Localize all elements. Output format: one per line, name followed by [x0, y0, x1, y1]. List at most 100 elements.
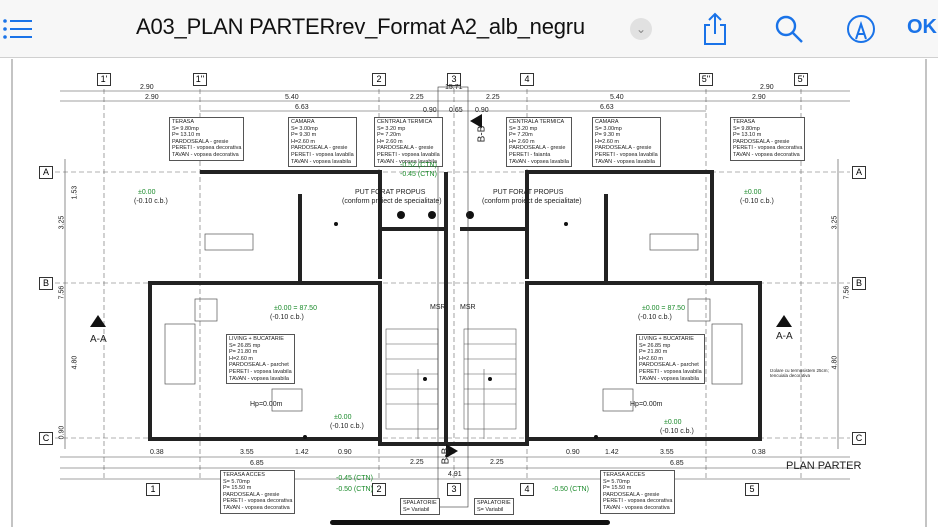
level-mark: (-0.10 c.b.) — [270, 314, 304, 321]
axis-label: 2 — [372, 483, 386, 496]
toolbar: A03_PLAN PARTERrev_Format A2_alb_negru ⌄… — [0, 0, 938, 58]
dimension: 15.71 — [445, 84, 463, 91]
level-mark: ±0.00 — [744, 189, 762, 196]
dimension: 7.56 — [843, 285, 851, 300]
dimension-lines — [60, 90, 850, 480]
furniture — [164, 233, 743, 412]
share-icon[interactable] — [702, 12, 728, 46]
dimension: 6.85 — [670, 460, 684, 467]
axis-label: 2 — [372, 73, 386, 86]
dimension: 5.40 — [285, 94, 299, 101]
floor-plan-drawing — [11, 59, 927, 527]
markup-icon[interactable] — [846, 14, 876, 44]
dimension: 0.90 — [475, 107, 489, 114]
well-note: (conform proiect de specialitate) — [482, 198, 582, 205]
axis-label: C — [852, 432, 866, 445]
dimension: 0.38 — [150, 449, 164, 456]
dimension: 3.55 — [660, 449, 674, 456]
dimension: 7.56 — [58, 285, 66, 300]
dimension: 2.25 — [490, 459, 504, 466]
axis-label: B — [852, 277, 866, 290]
axis-label: 1'' — [193, 73, 207, 86]
level-mark: (-0.10 c.b.) — [134, 198, 168, 205]
dimension: 6.85 — [250, 460, 264, 467]
done-button[interactable]: OK — [907, 16, 937, 38]
axis-label: C — [39, 432, 53, 445]
dimension: 2.25 — [486, 94, 500, 101]
axis-label: 3 — [447, 73, 461, 86]
section-markers — [90, 114, 792, 458]
list-icon[interactable] — [2, 18, 32, 40]
msr-label: MSR — [460, 304, 476, 311]
axis-label: 3 — [447, 483, 461, 496]
level-mark: (-0.10 c.b.) — [660, 428, 694, 435]
dimension: 0.90 — [423, 107, 437, 114]
dimension: 4.91 — [448, 471, 462, 478]
column-dots — [303, 211, 598, 439]
axis-label: 1 — [146, 483, 160, 496]
level-mark: ±0.00 — [334, 414, 352, 421]
dimension: 1.42 — [605, 449, 619, 456]
chevron-down-icon[interactable]: ⌄ — [630, 18, 652, 40]
section-label: B-B — [440, 447, 452, 465]
document-title[interactable]: A03_PLAN PARTERrev_Format A2_alb_negru — [136, 14, 585, 39]
dimension: 3.55 — [240, 449, 254, 456]
walls — [148, 170, 762, 446]
level-mark: ±0.00 — [138, 189, 156, 196]
level-mark: (-0.10 c.b.) — [638, 314, 672, 321]
search-icon[interactable] — [774, 14, 804, 44]
level-mark: (-0.10 c.b.) — [740, 198, 774, 205]
dimension: 5.40 — [610, 94, 624, 101]
dimension: 2.90 — [140, 84, 154, 91]
dimension: 6.63 — [600, 104, 614, 111]
level-mark: -0.45 (CTN) — [400, 171, 437, 178]
axis-label: 5 — [745, 483, 759, 496]
dimension: 0.65 — [449, 107, 463, 114]
axis-label: 1' — [97, 73, 111, 86]
section-label: B-B — [476, 125, 488, 143]
page-scrubber[interactable] — [330, 520, 610, 525]
axis-label: B — [39, 277, 53, 290]
level-mark: -0.50 (CTN) — [552, 486, 589, 493]
dimension: 0.38 — [752, 449, 766, 456]
height-label: Hp=0.00m — [630, 401, 663, 408]
dimension: 1.53 — [71, 185, 79, 200]
dimension: 3.25 — [58, 215, 66, 230]
dimension: 4.80 — [71, 355, 79, 370]
axis-label: A — [39, 166, 53, 179]
dimension: 1.42 — [295, 449, 309, 456]
axis-label: 4 — [520, 73, 534, 86]
level-mark: (-0.10 c.b.) — [330, 423, 364, 430]
height-label: Hp=0.00m — [250, 401, 283, 408]
section-label: A-A — [776, 331, 793, 342]
plan-title: PLAN PARTER — [786, 460, 862, 472]
pdf-page[interactable]: 1' 1'' 2 3 4 5'' 5' 1 2 3 4 5 A B C A B … — [0, 59, 938, 527]
axis-label: A — [852, 166, 866, 179]
level-mark: ±0.00 = 87.50 — [642, 305, 685, 312]
axis-label: 5'' — [699, 73, 713, 86]
insulation-note: Izolare cu termosistem 25cm; tencuiala d… — [770, 368, 829, 378]
dimension: 3.25 — [831, 215, 839, 230]
axis-label: 5' — [794, 73, 808, 86]
level-mark: ±0.00 = 87.50 — [274, 305, 317, 312]
well-note: (conform proiect de specialitate) — [342, 198, 442, 205]
dimension: 2.90 — [145, 94, 159, 101]
well-label: PUT FORAT PROPUS — [493, 189, 564, 196]
dimension: 2.25 — [410, 459, 424, 466]
axis-label: 4 — [520, 483, 534, 496]
level-mark: -0.52 (CTN) — [400, 162, 437, 169]
msr-label: MSR — [430, 304, 446, 311]
dimension: 6.63 — [295, 104, 309, 111]
